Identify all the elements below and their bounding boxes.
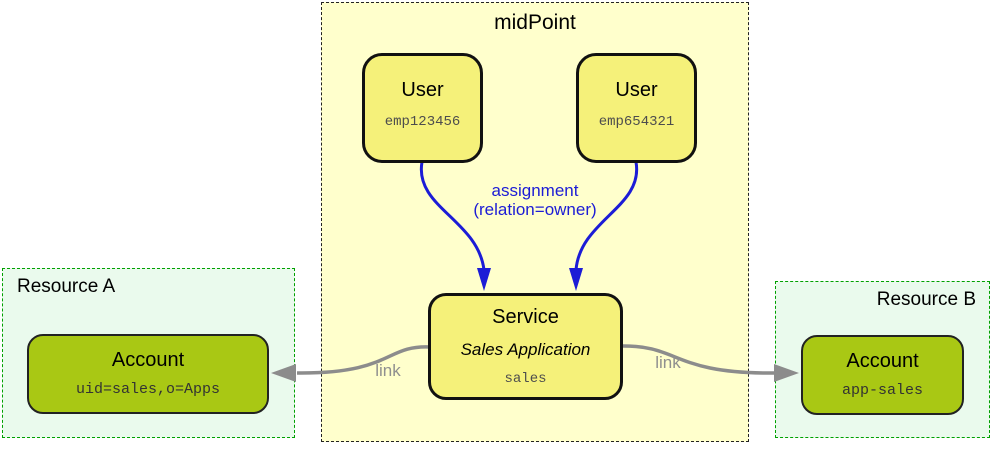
resource-b-title: Resource B [876, 289, 976, 310]
user-2-label: User [615, 79, 658, 101]
account-node-b: Account app-sales [801, 335, 964, 415]
midpoint-title: midPoint [494, 11, 576, 34]
assignment-edge-label-line2: (relation=owner) [473, 200, 597, 219]
assignment-edge-label: assignment (relation=owner) [435, 181, 635, 219]
assignment-arrow-right [569, 161, 639, 291]
account-b-label: Account [846, 350, 919, 372]
assignment-arrow-left [419, 161, 491, 291]
service-node: Service Sales Application sales [428, 293, 623, 400]
account-b-name: app-sales [841, 382, 923, 399]
user-node-1: User emp123456 [362, 53, 483, 163]
link-arrow-right [620, 344, 799, 382]
account-node-a: Account uid=sales,o=Apps [27, 334, 269, 414]
link-edge-label-left: link [375, 361, 401, 380]
service-name: sales [504, 371, 547, 387]
service-label: Service [492, 306, 559, 328]
user-node-2: User emp654321 [576, 53, 697, 163]
account-a-label: Account [111, 349, 185, 371]
resource-a-title: Resource A [17, 276, 116, 297]
account-a-name: uid=sales,o=Apps [75, 381, 221, 398]
user-1-name: emp123456 [384, 114, 461, 130]
link-arrow-left [271, 345, 431, 382]
link-edge-label-right: link [655, 353, 681, 372]
user-2-name: emp654321 [598, 114, 675, 130]
service-display-name: Sales Application [460, 340, 591, 359]
assignment-edge-label-line1: assignment [491, 181, 579, 200]
user-1-label: User [401, 79, 444, 101]
